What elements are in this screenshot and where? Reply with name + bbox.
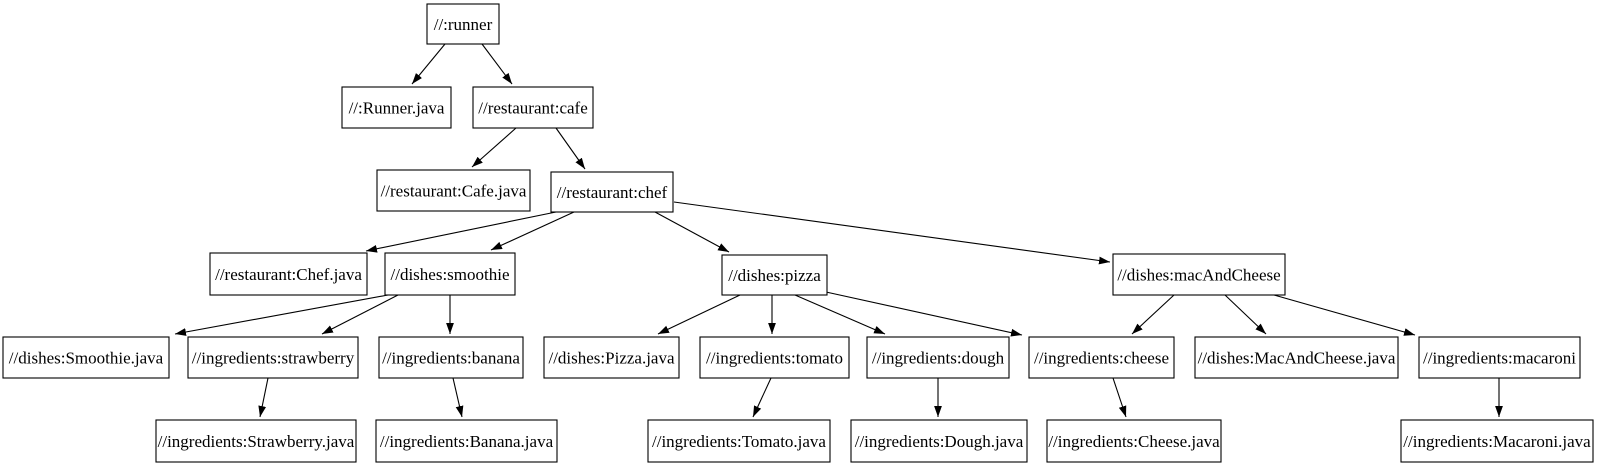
node-strawberry_java-label: //ingredients:Strawberry.java: [158, 432, 355, 451]
node-cheese: //ingredients:cheese: [1028, 336, 1175, 379]
node-tomato: //ingredients:tomato: [699, 336, 850, 379]
edge-layer: [174, 43, 1503, 418]
node-smoothie-label: //dishes:smoothie: [391, 265, 510, 284]
node-cafe: //restaurant:cafe: [472, 86, 594, 129]
edge-chef-to-chef_java: [365, 211, 557, 253]
node-chef_java: //restaurant:Chef.java: [209, 252, 368, 296]
node-macandcheese: //dishes:macAndCheese: [1112, 253, 1286, 296]
edge-chef-to-macandcheese: [673, 201, 1111, 265]
node-runner_java-label: //:Runner.java: [349, 99, 445, 118]
node-dough_java-label: //ingredients:Dough.java: [855, 432, 1024, 451]
node-smoothie_java-label: //dishes:Smoothie.java: [9, 349, 164, 368]
node-pizza_java: //dishes:Pizza.java: [543, 336, 680, 379]
node-pizza: //dishes:pizza: [721, 254, 828, 296]
node-chef_java-label: //restaurant:Chef.java: [215, 265, 362, 284]
node-banana_java: //ingredients:Banana.java: [375, 419, 558, 463]
node-runner: //:runner: [426, 3, 500, 45]
node-chef-label: //restaurant:chef: [557, 183, 668, 202]
node-strawberry: //ingredients:strawberry: [187, 336, 359, 379]
edge-cafe-to-chef: [555, 127, 586, 170]
node-macaroni: //ingredients:macaroni: [1418, 336, 1581, 379]
edge-cheese-to-cheese_java: [1112, 377, 1127, 418]
node-pizza_java-label: //dishes:Pizza.java: [548, 349, 675, 368]
node-macaroni_java: //ingredients:Macaroni.java: [1400, 419, 1594, 463]
edge-tomato-to-tomato_java: [752, 377, 772, 418]
edge-strawberry-to-strawberry_java: [258, 377, 269, 418]
node-tomato_java-label: //ingredients:Tomato.java: [652, 432, 826, 451]
edge-pizza-to-cheese: [825, 291, 1023, 337]
edge-macandcheese-to-cheese: [1131, 294, 1175, 335]
edge-pizza-to-pizza_java: [657, 294, 741, 335]
node-macandcheese_java: //dishes:MacAndCheese.java: [1194, 336, 1399, 379]
node-tomato_java: //ingredients:Tomato.java: [647, 419, 831, 463]
node-strawberry-label: //ingredients:strawberry: [192, 349, 355, 368]
node-strawberry_java: //ingredients:Strawberry.java: [155, 419, 357, 463]
node-smoothie: //dishes:smoothie: [384, 252, 516, 296]
edge-cafe-to-cafe_java: [471, 127, 517, 168]
edge-macandcheese-to-macandcheese_java: [1224, 294, 1267, 335]
edge-runner-to-runner_java: [411, 43, 446, 85]
node-chef: //restaurant:chef: [550, 171, 674, 213]
node-cafe-label: //restaurant:cafe: [478, 99, 588, 118]
edge-smoothie-to-strawberry: [321, 294, 399, 335]
edge-banana-to-banana_java: [452, 377, 464, 418]
node-banana-label: //ingredients:banana: [382, 349, 520, 368]
node-macaroni-label: //ingredients:macaroni: [1423, 349, 1576, 368]
node-macandcheese_java-label: //dishes:MacAndCheese.java: [1198, 349, 1396, 368]
edge-runner-to-cafe: [481, 43, 513, 85]
edge-smoothie-to-smoothie_java: [174, 294, 389, 336]
node-dough_java: //ingredients:Dough.java: [850, 419, 1028, 463]
edge-macandcheese-to-macaroni: [1273, 294, 1416, 336]
node-cheese_java-label: //ingredients:Cheese.java: [1048, 432, 1220, 451]
node-banana_java-label: //ingredients:Banana.java: [380, 432, 554, 451]
node-runner_java: //:Runner.java: [341, 86, 452, 129]
node-smoothie_java: //dishes:Smoothie.java: [2, 336, 170, 379]
node-cafe_java: //restaurant:Cafe.java: [376, 169, 531, 212]
node-dough: //ingredients:dough: [866, 336, 1010, 379]
edge-chef-to-smoothie: [490, 211, 575, 251]
node-runner-label: //:runner: [434, 15, 493, 34]
node-tomato-label: //ingredients:tomato: [706, 349, 843, 368]
node-pizza-label: //dishes:pizza: [728, 266, 821, 285]
edge-pizza-to-dough: [794, 294, 886, 335]
node-cafe_java-label: //restaurant:Cafe.java: [381, 182, 527, 201]
node-macaroni_java-label: //ingredients:Macaroni.java: [1403, 432, 1591, 451]
node-cheese-label: //ingredients:cheese: [1034, 349, 1169, 368]
node-macandcheese-label: //dishes:macAndCheese: [1117, 266, 1280, 285]
node-banana: //ingredients:banana: [378, 336, 524, 379]
node-dough-label: //ingredients:dough: [872, 349, 1005, 368]
edge-chef-to-pizza: [654, 211, 730, 253]
node-cheese_java: //ingredients:Cheese.java: [1046, 419, 1222, 463]
